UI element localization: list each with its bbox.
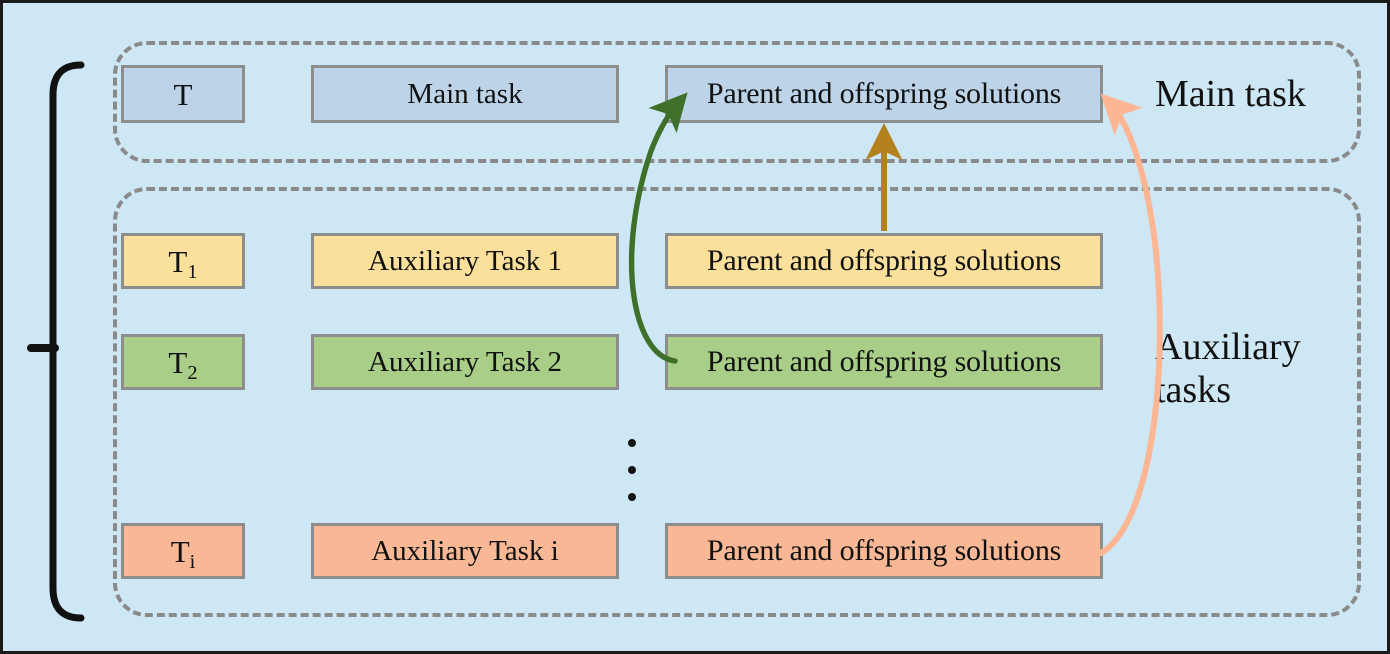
auxiliary-tasks-region-caption: Auxiliary tasks	[1155, 326, 1301, 411]
aux-task-i-solutions-box: Parent and offspring solutions	[665, 523, 1103, 579]
aux-task-2-solutions-box: Parent and offspring solutions	[665, 334, 1103, 390]
main-task-tag-box: T	[121, 65, 245, 123]
aux-task-i-tag-label: Ti	[170, 533, 196, 573]
aux-task-1-name-label: Auxiliary Task 1	[368, 244, 562, 277]
ellipsis-dot	[628, 466, 636, 474]
main-task-region	[113, 41, 1361, 163]
main-task-solutions-box: Parent and offspring solutions	[665, 65, 1103, 123]
auxiliary-tasks-region	[113, 187, 1361, 617]
main-task-name-label: Main task	[407, 77, 523, 110]
aux-task-1-solutions-label: Parent and offspring solutions	[706, 244, 1062, 277]
ellipsis-dot	[628, 439, 636, 447]
vertical-ellipsis-icon	[621, 439, 643, 501]
main-task-solutions-label: Parent and offspring solutions	[706, 77, 1062, 110]
left-grouping-bracket	[27, 61, 85, 622]
aux-task-i-name-label: Auxiliary Task i	[371, 534, 559, 567]
main-task-region-caption: Main task	[1155, 73, 1306, 115]
aux-task-i-tag-box: Ti	[121, 523, 245, 579]
aux-task-1-name-box: Auxiliary Task 1	[311, 233, 619, 289]
aux-task-1-tag-label: T1	[168, 243, 198, 283]
aux-task-i-solutions-label: Parent and offspring solutions	[706, 534, 1062, 567]
aux-task-2-tag-label: T2	[168, 344, 198, 384]
aux-task-1-solutions-box: Parent and offspring solutions	[665, 233, 1103, 289]
main-task-name-box: Main task	[311, 65, 619, 123]
aux-task-2-name-box: Auxiliary Task 2	[311, 334, 619, 390]
ellipsis-dot	[628, 493, 636, 501]
aux-task-1-tag-box: T1	[121, 233, 245, 289]
aux-task-2-name-label: Auxiliary Task 2	[368, 345, 562, 378]
aux-task-2-solutions-label: Parent and offspring solutions	[706, 345, 1062, 378]
aux-task-i-name-box: Auxiliary Task i	[311, 523, 619, 579]
main-task-tag-label: T	[173, 76, 193, 112]
aux-task-2-tag-box: T2	[121, 334, 245, 390]
